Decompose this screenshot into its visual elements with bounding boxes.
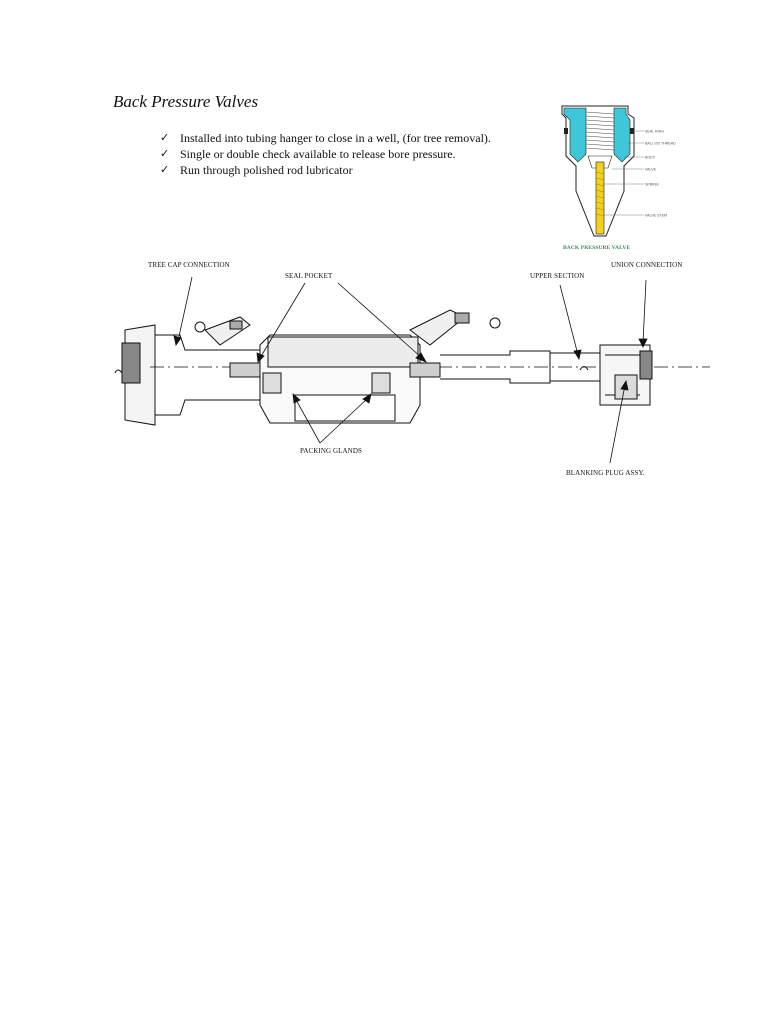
bpv-figure-caption: BACK PRESSURE VALVE <box>563 245 631 251</box>
seal-pocket-left <box>229 362 261 378</box>
label-blanking-plug-assy: BLANKING PLUG ASSY. <box>566 469 645 477</box>
page-title: Back Pressure Valves <box>113 92 259 111</box>
callout-leaders <box>604 130 644 216</box>
pointer-arrows <box>173 276 648 464</box>
callout-valve-stem: VALVE STEM <box>645 214 667 218</box>
checkmark-icon: ✓ <box>160 147 170 160</box>
tree-cap-hatch <box>121 342 141 384</box>
callout-seal-ring: SEAL RING <box>645 130 664 134</box>
seal-ring-right <box>630 128 634 134</box>
bullet-list: ✓ Installed into tubing hanger to close i… <box>160 130 491 178</box>
callout-ball-od-thread: BALL OD THREAD <box>645 142 676 146</box>
connecting-pipe <box>440 350 551 384</box>
spring-lines <box>595 171 605 217</box>
checkmark-icon: ✓ <box>160 163 170 176</box>
packing-gland-right <box>371 372 391 394</box>
bullet-text: Single or double check available to rele… <box>180 147 456 161</box>
checkmark-icon: ✓ <box>160 131 170 144</box>
list-item: ✓ Installed into tubing hanger to close i… <box>160 130 491 146</box>
lubricator-drawing <box>114 276 710 464</box>
seal-pocket-right <box>409 362 441 378</box>
lower-chamber <box>294 394 396 422</box>
list-item: ✓ Run through polished rod lubricator <box>160 162 491 178</box>
label-seal-pocket: SEAL POCKET <box>285 272 333 280</box>
callout-body: BODY <box>645 156 656 160</box>
back-pressure-valve-figure: SEAL RING BALL OD THREAD BODY VALVE SPRI… <box>561 105 676 237</box>
label-tree-cap-connection: TREE CAP CONNECTION <box>148 261 230 269</box>
callout-spring: SPRING <box>645 183 659 187</box>
upper-chamber <box>267 336 419 368</box>
inlet-valve-left <box>204 316 251 346</box>
valve-body-left <box>563 107 587 163</box>
union-hatch <box>639 350 653 380</box>
valve-body-right <box>613 107 631 163</box>
label-packing-glands: PACKING GLANDS <box>300 447 363 455</box>
seal-ring-left <box>564 128 568 134</box>
thread-lines <box>585 111 615 151</box>
label-upper-section: UPPER SECTION <box>530 272 585 280</box>
lubricator-diagram: TREE CAP CONNECTION SEAL POCKET UPPER SE… <box>110 255 710 485</box>
bullet-text: Run through polished rod lubricator <box>180 163 353 177</box>
list-item: ✓ Single or double check available to rel… <box>160 146 491 162</box>
packing-gland-left <box>262 372 282 394</box>
callout-valve: VALVE <box>645 168 657 172</box>
bullet-text: Installed into tubing hanger to close in… <box>180 131 491 145</box>
callout-labels: SEAL RING BALL OD THREAD BODY VALVE SPRI… <box>645 130 676 218</box>
label-union-connection: UNION CONNECTION <box>611 261 683 269</box>
